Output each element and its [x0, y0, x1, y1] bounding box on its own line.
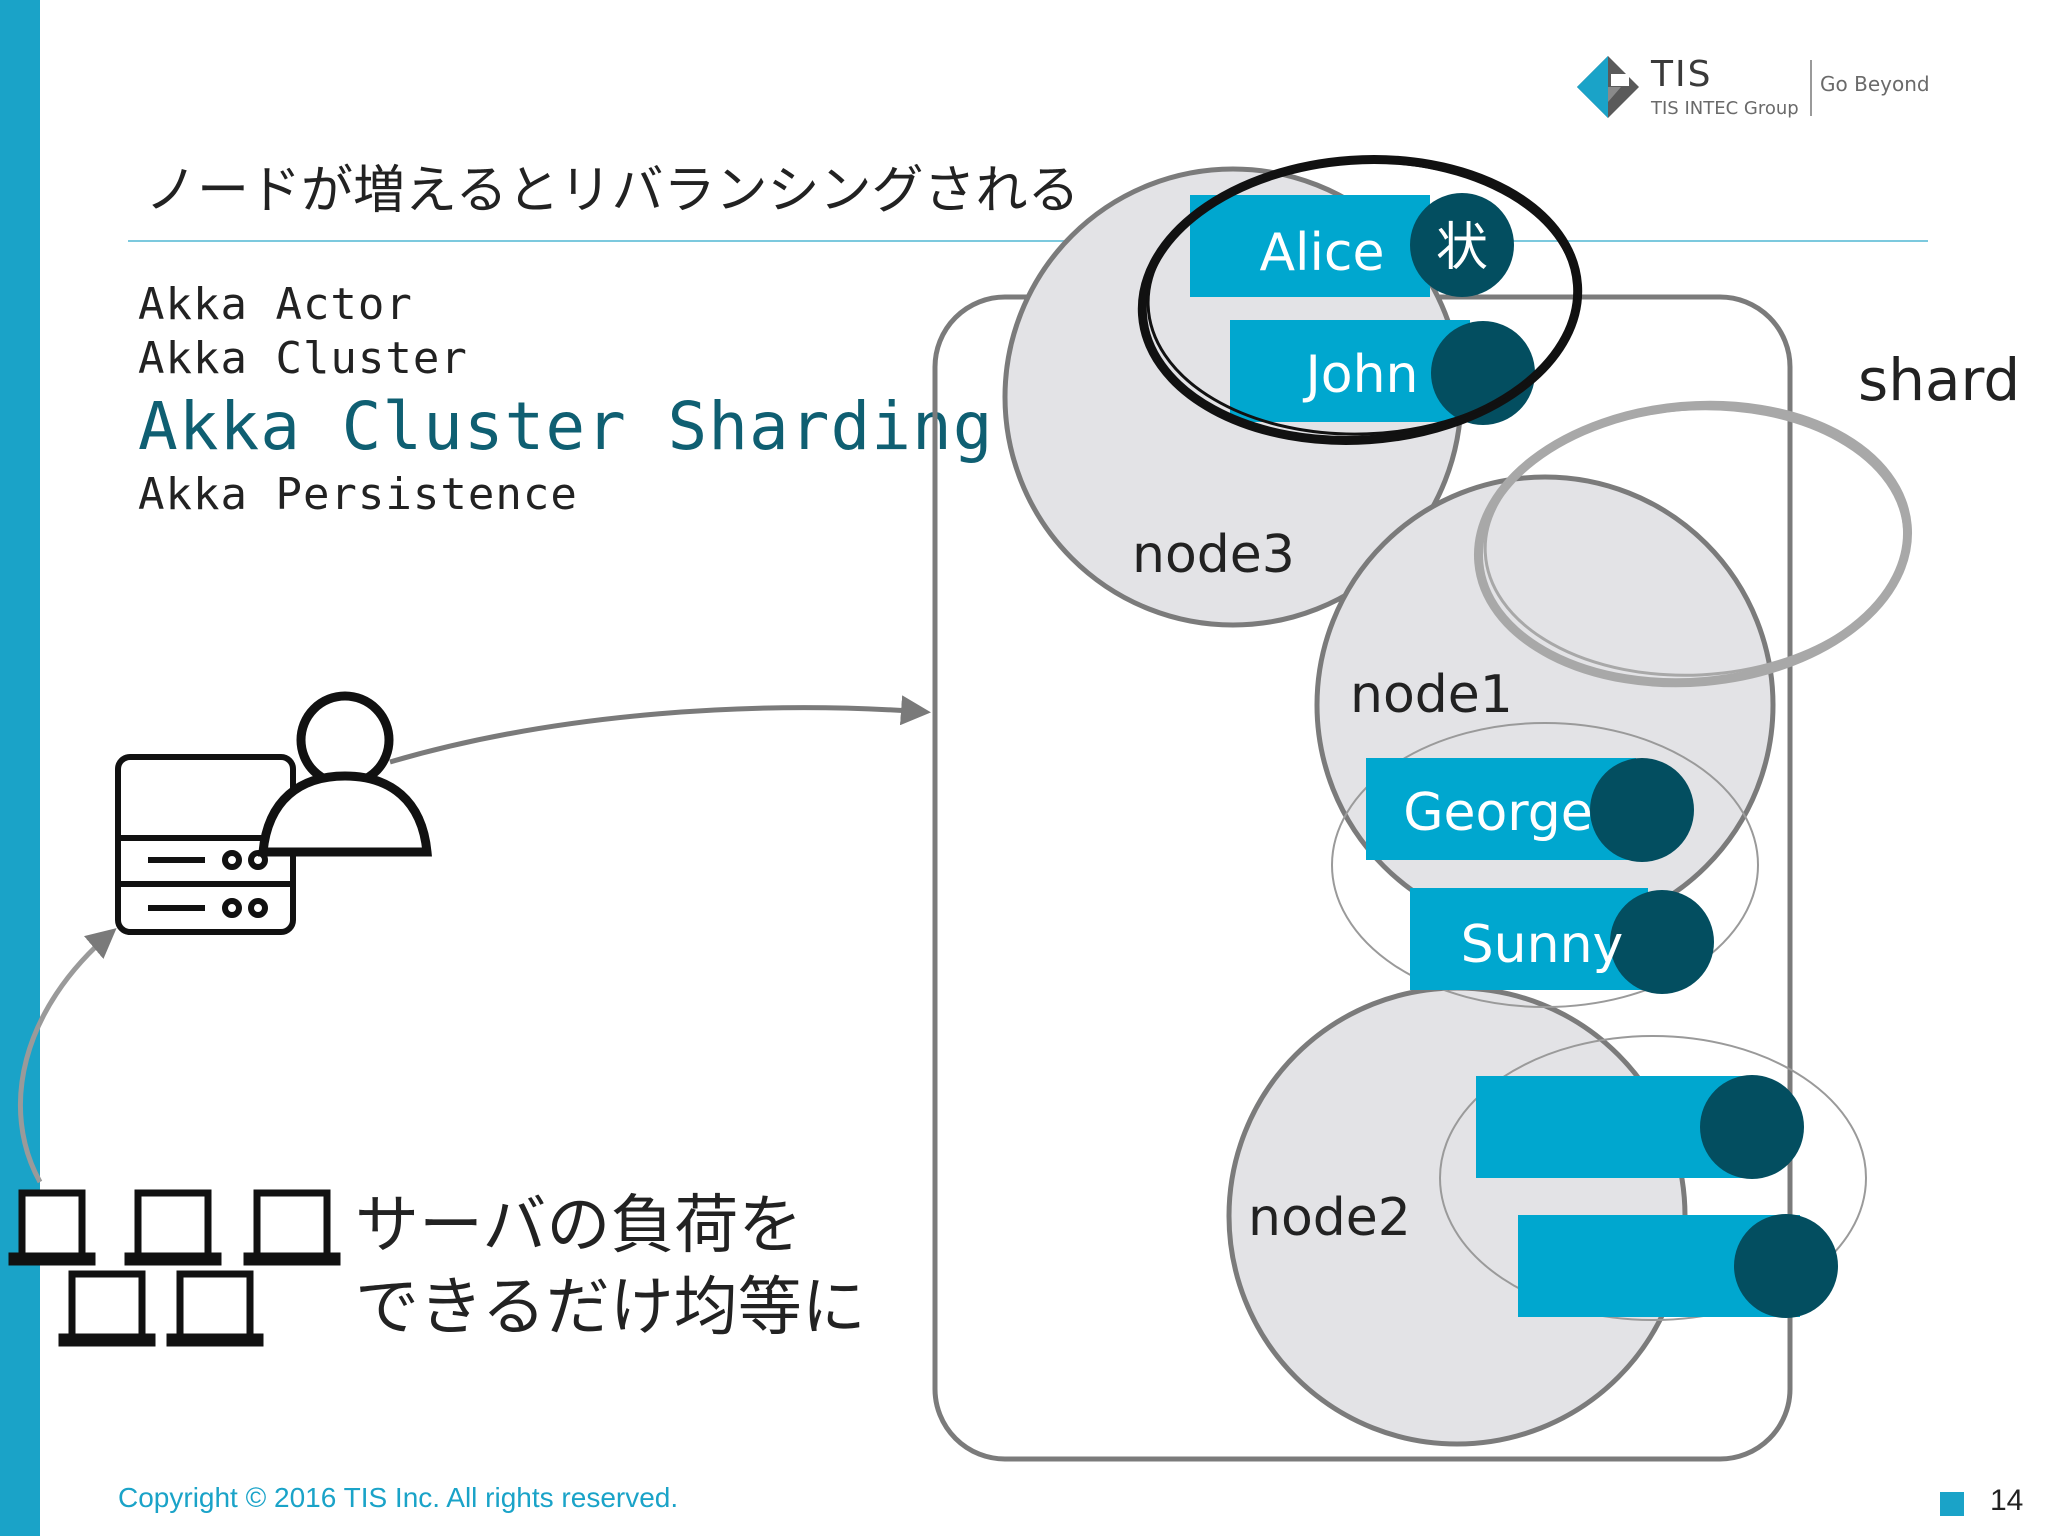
- actor-label: John: [1302, 345, 1418, 405]
- actor-label: George: [1403, 783, 1593, 843]
- server-icon: [115, 754, 296, 935]
- actor-state-label: 状: [1436, 218, 1488, 278]
- laptop-icon: [58, 1270, 156, 1347]
- laptop-icon: [243, 1189, 341, 1266]
- actor-state-icon: [1700, 1075, 1804, 1179]
- page-number: 14: [1990, 1484, 2024, 1517]
- logo-group: TIS INTEC Group: [1651, 98, 1799, 119]
- shard-highlight-black: [1137, 155, 1583, 445]
- stack-item-cluster: Akka Cluster: [138, 333, 468, 384]
- left-accent-bar: [0, 0, 40, 1536]
- page-number-marker: [1940, 1492, 1964, 1516]
- akka-stack-list: Akka Actor Akka Cluster Akka Cluster Sha…: [138, 278, 993, 522]
- logo-tagline: Go Beyond: [1820, 72, 1930, 96]
- node2-label: node2: [1248, 1188, 1411, 1248]
- logo-name: TIS: [1651, 54, 1713, 95]
- node1-label: node1: [1350, 665, 1513, 725]
- actor-john: John: [1230, 320, 1535, 425]
- actor-state-icon: [1734, 1214, 1838, 1318]
- client-caption-line2: できるだけ均等に: [355, 1271, 866, 1345]
- tis-logo-icon: [1577, 56, 1639, 118]
- stack-item-actor: Akka Actor: [138, 279, 413, 330]
- title-underline: [128, 240, 1928, 242]
- copyright: Copyright © 2016 TIS Inc. All rights res…: [118, 1482, 679, 1513]
- logo-divider: [1810, 60, 1812, 116]
- actor-state-icon: [1590, 758, 1694, 862]
- actor-label: Alice: [1259, 223, 1384, 283]
- laptop-icon: [8, 1189, 96, 1266]
- request-arrow: [389, 695, 931, 765]
- stack-item-persistence: Akka Persistence: [138, 469, 578, 520]
- shard-outline-node1: [1331, 722, 1759, 1008]
- company-logo: TIS TIS INTEC Group Go Beyond: [1575, 52, 1945, 132]
- actor-unnamed-1: [1476, 1075, 1804, 1179]
- actor-label: Sunny: [1461, 915, 1624, 975]
- actor-unnamed-2: [1518, 1214, 1838, 1318]
- person-icon: [258, 691, 432, 857]
- actor-george: George: [1366, 758, 1694, 862]
- slide-title: ノードが増えるとリバランシングされる: [145, 161, 1080, 221]
- actor-state-icon: [1410, 193, 1514, 297]
- actor-state-icon: [1610, 890, 1714, 994]
- client-arrow: [17, 928, 117, 1184]
- stack-item-sharding: Akka Cluster Sharding: [138, 388, 994, 465]
- laptop-icon: [166, 1270, 264, 1347]
- client-caption: サーバの負荷を できるだけ均等に: [355, 1185, 866, 1349]
- shard-label: shard: [1858, 346, 2020, 414]
- client-caption-line1: サーバの負荷を: [355, 1189, 803, 1263]
- laptop-icon: [124, 1189, 222, 1266]
- shard-outline-node2: [1439, 1035, 1867, 1321]
- shard-highlight-gray: [1473, 400, 1913, 688]
- actor-alice: Alice 状: [1190, 193, 1514, 297]
- node3-label: node3: [1132, 525, 1295, 585]
- actor-sunny: Sunny: [1410, 888, 1714, 994]
